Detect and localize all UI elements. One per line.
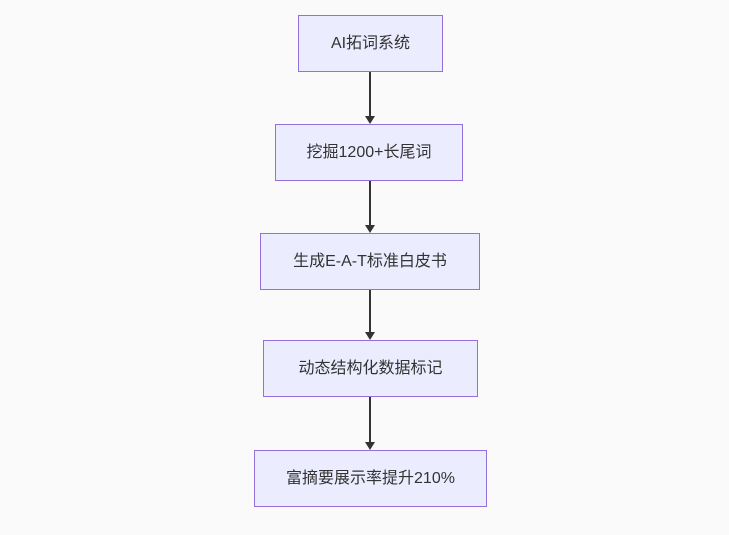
flowchart-node-rich-snippet-rate: 富摘要展示率提升210% (254, 450, 487, 507)
node-label: 富摘要展示率提升210% (286, 469, 455, 487)
node-label: 生成E-A-T标准白皮书 (293, 252, 447, 270)
node-label: 动态结构化数据标记 (298, 359, 443, 377)
arrow-line (369, 290, 371, 335)
flowchart-node-structured-data-markup: 动态结构化数据标记 (263, 340, 478, 397)
node-label: AI拓词系统 (330, 34, 411, 52)
arrowhead-down-icon (365, 332, 375, 340)
flow-arrow-2 (364, 181, 376, 233)
node-label: 挖掘1200+长尾词 (306, 143, 432, 161)
arrow-line (369, 72, 371, 119)
arrowhead-down-icon (365, 116, 375, 124)
flowchart-node-longtail-mining: 挖掘1200+长尾词 (275, 124, 463, 181)
arrow-line (369, 397, 371, 445)
flowchart-node-ai-keyword-system: AI拓词系统 (298, 15, 443, 72)
arrowhead-down-icon (365, 225, 375, 233)
flowchart-node-eat-whitepaper: 生成E-A-T标准白皮书 (260, 233, 480, 290)
flow-arrow-1 (364, 72, 376, 124)
flow-arrow-3 (364, 290, 376, 340)
flow-arrow-4 (364, 397, 376, 450)
arrow-line (369, 181, 371, 228)
arrowhead-down-icon (365, 442, 375, 450)
